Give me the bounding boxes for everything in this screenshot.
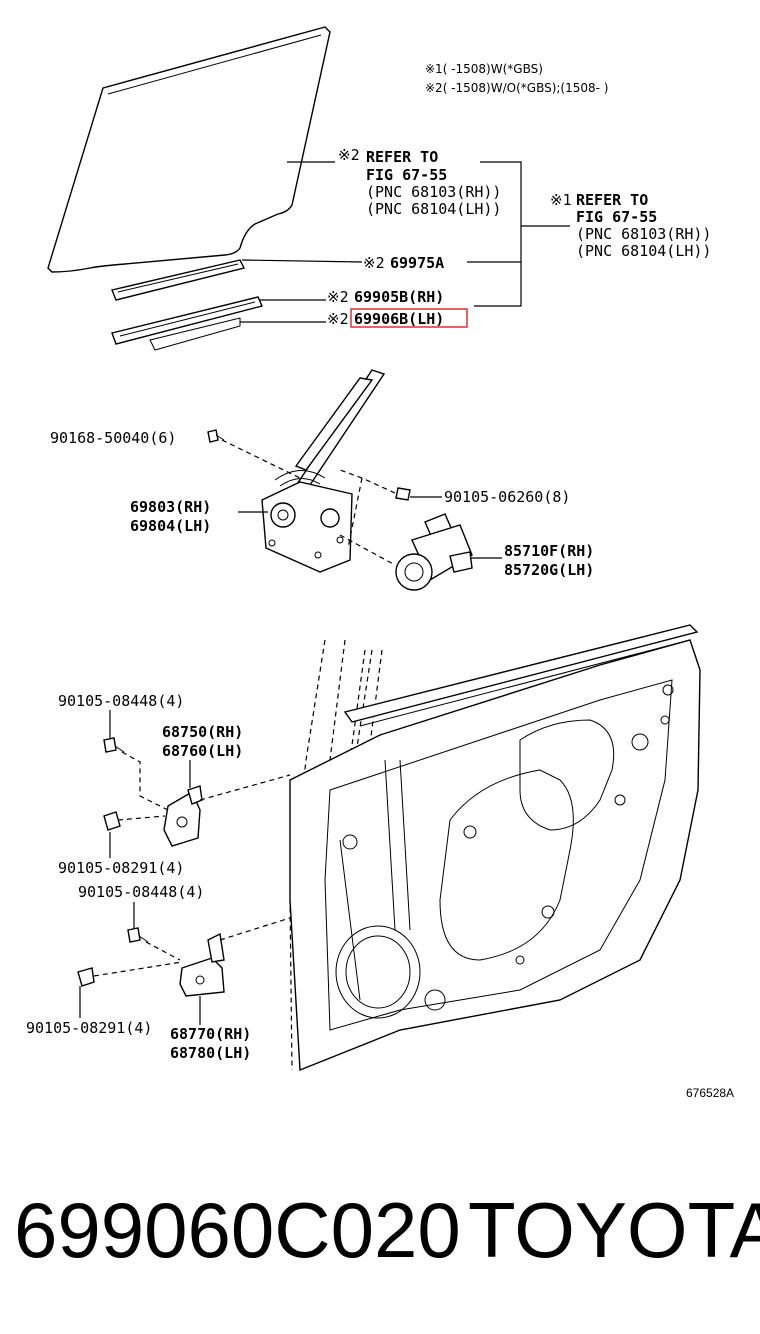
upper-hinge-illustration <box>163 785 203 847</box>
ref1-line2: FIG 67-55 <box>576 208 657 226</box>
ref2-line3: (PNC 68103(RH)) <box>366 183 501 201</box>
rear-door-panel-illustration <box>289 624 701 1072</box>
part-number: 699060C020 <box>14 1186 461 1274</box>
c68750-label: 68750(RH) <box>162 723 243 741</box>
highlight-box <box>350 308 468 328</box>
c69975a-label: 69975A <box>390 254 444 272</box>
c68760-label: 68760(LH) <box>162 742 243 760</box>
ref1-line4: (PNC 68104(LH)) <box>576 242 711 260</box>
note-2: ※2( -1508)W/O(*GBS);(1508- ) <box>425 81 608 95</box>
c90105-08291b-label: 90105-08291(4) <box>26 1019 152 1037</box>
bolt-90105-08448-lower-icon <box>127 927 149 943</box>
ref2-line1: REFER TO <box>366 148 438 166</box>
c90105-08448a-label: 90105-08448(4) <box>58 692 184 710</box>
c90105-08448b-label: 90105-08448(4) <box>78 883 204 901</box>
c90168-label: 90168-50040(6) <box>50 429 176 447</box>
bolt-90168-icon <box>207 429 225 443</box>
c69906b-mark: ※2 <box>327 310 349 328</box>
c69975a-mark: ※2 <box>363 254 385 272</box>
ref2-line4: (PNC 68104(LH)) <box>366 200 501 218</box>
c69804-label: 69804(LH) <box>130 517 211 535</box>
bolt-90105-06260-icon <box>395 487 411 501</box>
note-1: ※1( -1508)W(*GBS) <box>425 62 543 76</box>
footer: 699060C020 TOYOTA <box>0 1180 760 1290</box>
c90105-06260-label: 90105-06260(8) <box>444 488 570 506</box>
ref1-line3: (PNC 68103(RH)) <box>576 225 711 243</box>
figure-code: 676528A <box>686 1086 734 1100</box>
bolt-90105-08448-upper-icon <box>103 737 125 753</box>
ref2-line2: FIG 67-55 <box>366 166 447 184</box>
regulator-motor-illustration <box>395 513 473 591</box>
c85710f-label: 85710F(RH) <box>504 542 594 560</box>
bolt-90105-08291-lower-icon <box>77 967 95 987</box>
door-glass-illustration <box>47 26 331 273</box>
c69905b-label: 69905B(RH) <box>354 288 444 306</box>
c68780-label: 68780(LH) <box>170 1044 251 1062</box>
c68770-label: 68770(RH) <box>170 1025 251 1043</box>
c85720g-label: 85720G(LH) <box>504 561 594 579</box>
bolt-90105-08291-upper-icon <box>103 811 121 831</box>
ref2-mark: ※2 <box>338 146 360 164</box>
lower-hinge-illustration <box>179 932 225 997</box>
ref1-mark: ※1 <box>550 191 572 209</box>
ref1-line1: REFER TO <box>576 191 648 209</box>
brand-name: TOYOTA <box>468 1186 760 1274</box>
window-regulator-illustration <box>261 369 386 573</box>
c69803-label: 69803(RH) <box>130 498 211 516</box>
c69906b-label: 69906B(LH) <box>354 310 444 328</box>
glass-run-strip-69905b <box>111 296 263 351</box>
glass-run-strip-69975a <box>111 259 246 301</box>
c90105-08291a-label: 90105-08291(4) <box>58 859 184 877</box>
c69905b-mark: ※2 <box>327 288 349 306</box>
